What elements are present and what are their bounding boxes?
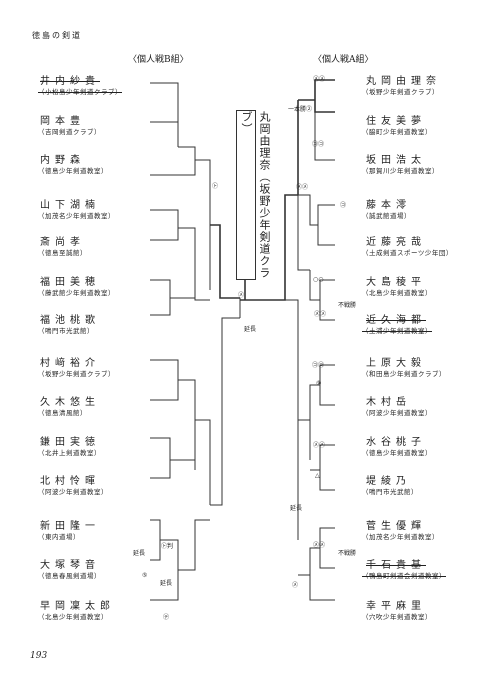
left-player-club: （坂野少年剣道クラブ）: [38, 370, 115, 378]
mark-oo: ○○: [313, 276, 324, 283]
mark-hiki-l: ㋣: [212, 183, 219, 190]
right-player-club: （脇町少年剣道教室）: [362, 128, 432, 136]
left-player-club: （徳島清風館）: [38, 409, 87, 417]
mark-d-1: ㋙: [340, 202, 347, 209]
right-player-name: 住友美夢: [366, 116, 426, 127]
right-player-name: 菅生優輝: [366, 521, 426, 532]
right-player-name: 幸平麻里: [366, 601, 426, 612]
right-player-name: 坂田浩太: [366, 155, 426, 166]
right-player-name: 近久海都: [366, 315, 426, 326]
right-player-club: （阿波少年剣道教室）: [362, 409, 432, 417]
mark-tsuki: ㋢: [163, 614, 170, 621]
left-player-club: （藤武館少年剣道教室）: [38, 289, 115, 297]
left-player-name: 内野森: [40, 155, 85, 166]
right-player-club: （加茂名少年剣道教室）: [362, 533, 439, 541]
mark-encho-l2: 延長: [160, 580, 173, 587]
left-player-name: 福田美穂: [40, 277, 100, 288]
left-player-club: （徳島春風剣道場）: [38, 572, 101, 580]
left-player-name: 鎌田実徳: [40, 437, 100, 448]
left-player-name: 斎尚孝: [40, 237, 85, 248]
right-player-name: 上原大毅: [366, 358, 426, 369]
left-player-club: （鳴門市光武館）: [38, 327, 94, 335]
left-player-club: （北井上剣道教室）: [38, 449, 101, 457]
mark-encho-c: 延長: [244, 326, 257, 333]
right-player-club: （和田島少年剣道クラブ）: [362, 370, 446, 378]
right-player-club: （鴨島町剣道会剣道教室）: [362, 572, 446, 580]
left-player-name: 久木悠生: [40, 397, 100, 408]
mark-mm-2: ㋱㋱: [296, 184, 309, 191]
right-player-club: （穴吹少年剣道教室）: [362, 613, 432, 621]
mark-mm-5: ㋱㋱: [313, 542, 326, 549]
mark-encho-r: 延長: [290, 505, 303, 512]
left-player-club: （北島少年剣道教室）: [38, 613, 108, 621]
right-player-club: （鳴門市光武館）: [362, 488, 418, 496]
mark-ippon: 一本勝②: [288, 106, 313, 113]
left-player-name: 大塚琴音: [40, 560, 100, 571]
right-player-name: 大島稜平: [366, 277, 426, 288]
mark-x: ⑨: [316, 380, 322, 387]
left-player-name: 福池桃歌: [40, 315, 100, 326]
right-player-name: 千石貴基: [366, 560, 426, 571]
left-player-name: 早岡凜太郎: [40, 601, 115, 612]
left-player-name: 山下湖楠: [40, 200, 100, 211]
mark-dd-2: ㋙㋙: [312, 362, 325, 369]
left-player-club: （小松島少年剣道クラブ）: [38, 88, 122, 96]
page-number: 193: [30, 651, 48, 661]
mark-mm-4: ㋱㋱: [313, 442, 326, 449]
right-player-name: 近藤亮哉: [366, 237, 426, 248]
left-player-club: （加茂名少年剣道教室）: [38, 212, 115, 220]
right-section-title: 〈個人戦A組〉: [313, 55, 374, 65]
left-player-name: 北村怜暉: [40, 476, 100, 487]
winner-box: 丸岡由理奈（坂野少年剣道クラブ）: [236, 110, 271, 280]
right-player-club: （北島少年剣道教室）: [362, 289, 432, 297]
left-player-club: （徳島少年剣道教室）: [38, 167, 108, 175]
left-player-club: （徳島至誠館）: [38, 249, 87, 257]
mark-mm-1: ㋱㋱: [313, 76, 326, 83]
right-player-club: （土浦少年剣道教室）: [362, 327, 432, 335]
right-player-club: （誠武館道場）: [362, 212, 411, 220]
page-header: 徳島の剣道: [32, 31, 82, 40]
mark-mm-3: ㋱㋱: [314, 311, 327, 318]
right-player-name: 丸岡由理奈: [366, 76, 441, 87]
right-player-name: 木村岳: [366, 397, 411, 408]
right-player-club: （那賀川少年剣道教室）: [362, 167, 439, 175]
right-player-name: 堤綾乃: [366, 476, 411, 487]
left-section-title: 〈個人戦B組〉: [128, 55, 189, 65]
left-player-club: （東内道場）: [38, 533, 80, 541]
left-player-name: 村﨑裕介: [40, 358, 100, 369]
left-player-name: 岡本豊: [40, 116, 85, 127]
left-player-club: （吉岡剣道クラブ）: [38, 128, 101, 136]
mark-tri: △: [315, 472, 320, 479]
right-player-club: （徳島少年剣道教室）: [362, 449, 432, 457]
right-player-name: 水谷桃子: [366, 437, 426, 448]
mark-fusen-2: 不戦勝: [338, 550, 357, 557]
mark-dd-1: ㋙㋙: [312, 141, 325, 148]
left-player-name: 新田隆一: [40, 521, 100, 532]
mark-hantei: ㋣判: [161, 543, 174, 550]
mark-fusen-1: 不戦勝: [338, 302, 357, 309]
mark-m-2: ㋱: [238, 292, 245, 299]
winner-name: 丸岡由理奈（坂野少年剣道クラブ）: [240, 111, 271, 279]
mark-g: ⑤: [142, 572, 148, 579]
right-player-club: （土成剣道スポーツ少年団）: [362, 249, 453, 257]
left-player-name: 井内紗貴: [40, 76, 100, 87]
mark-m-1: ㋱: [292, 582, 299, 589]
left-player-club: （阿波少年剣道教室）: [38, 488, 108, 496]
right-player-club: （坂野少年剣道クラブ）: [362, 88, 439, 96]
right-player-name: 藤本澪: [366, 200, 411, 211]
mark-encho-l1: 延長: [133, 550, 146, 557]
